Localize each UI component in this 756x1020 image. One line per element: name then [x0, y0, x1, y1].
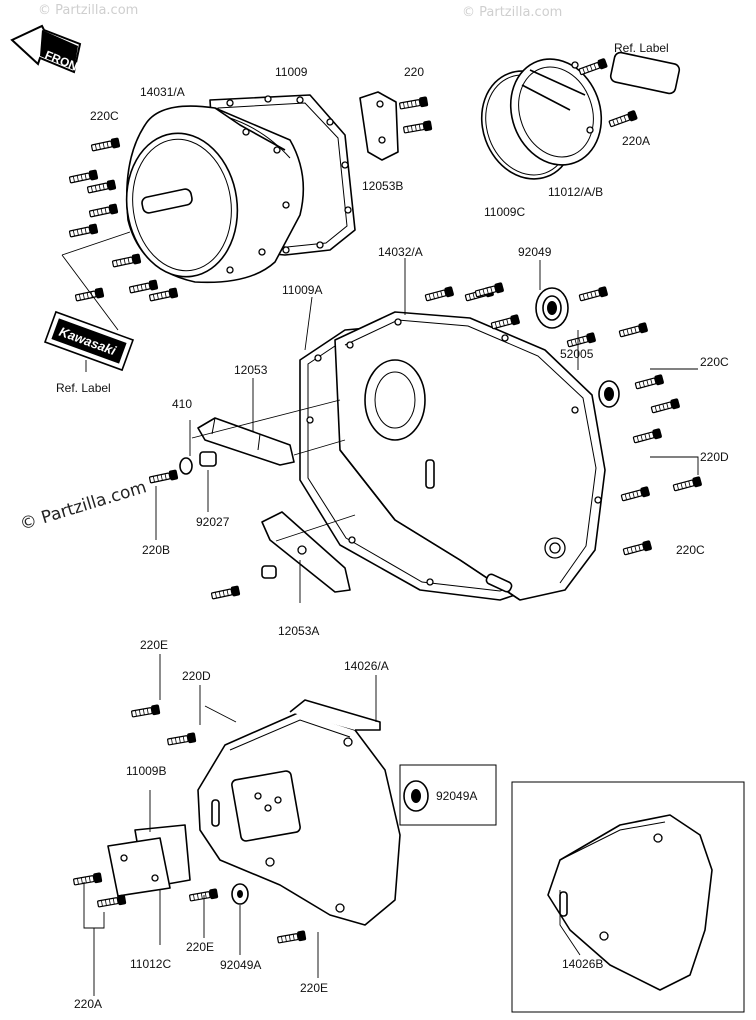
label-11009a: 11009A	[282, 283, 322, 297]
label-220c-a: 220C	[90, 109, 119, 123]
inset-box-14026b	[511, 781, 745, 1013]
label-11009c: 11009C	[484, 205, 525, 219]
cover-ring-11012	[509, 58, 603, 166]
label-14031: 14031/A	[140, 85, 185, 99]
label-220e-top: 220E	[140, 638, 168, 652]
label-220c-b: 220C	[700, 355, 729, 369]
label-ref-label-top: Ref. Label	[614, 41, 669, 55]
watermark-left: © Partzilla.com	[18, 477, 149, 534]
label-92049: 92049	[518, 245, 552, 259]
label-220e-mid: 220E	[186, 940, 214, 954]
label-220d-left: 220D	[182, 669, 211, 683]
label-11012: 11012/A/B	[548, 185, 603, 199]
seal-92049a-bottom	[231, 883, 249, 905]
parts-410-92027-220b	[148, 451, 277, 602]
label-12053: 12053	[234, 363, 268, 377]
label-14032: 14032/A	[378, 245, 423, 259]
label-12053a: 12053A	[278, 624, 319, 638]
seal-52005	[598, 380, 620, 408]
label-220a-top: 220A	[622, 134, 650, 148]
watermark-top-left: © Partzilla.com	[38, 3, 138, 18]
label-220a-bottom: 220A	[74, 997, 102, 1011]
kawasaki-logo-label: Kawasaki	[43, 310, 135, 372]
label-220c-c: 220C	[676, 543, 705, 557]
oil-seal-92049	[535, 287, 569, 329]
bolt-220a-top-b	[607, 109, 639, 130]
label-12053b: 12053B	[362, 179, 403, 193]
label-ref-label-left: Ref. Label	[56, 381, 111, 395]
label-92049a-bottom: 92049A	[220, 958, 261, 972]
ref-label-plate-top	[609, 51, 681, 95]
engine-cover-14026	[197, 699, 401, 926]
label-52005: 52005	[560, 347, 594, 361]
label-92027: 92027	[196, 515, 230, 529]
engine-cover-14031	[125, 105, 305, 284]
label-220e-bottom: 220E	[300, 981, 328, 995]
chain-guide-12053	[197, 417, 295, 466]
front-arrow-icon: FRONT	[10, 24, 87, 77]
label-92049a-right: 92049A	[436, 789, 477, 803]
seal-callout-box	[399, 764, 497, 826]
label-14026b: 14026B	[562, 957, 603, 971]
bracket-12053b	[359, 91, 434, 161]
label-220b: 220B	[142, 543, 170, 557]
label-11009b: 11009B	[126, 764, 166, 778]
label-220-top: 220	[404, 65, 424, 79]
oil-seal-92049a-right	[403, 780, 429, 812]
engine-cover-14026b	[547, 814, 713, 991]
engine-cover-14032	[334, 311, 606, 601]
label-14026: 14026/A	[344, 659, 389, 673]
bolt-220a-top-a	[577, 57, 609, 78]
label-410: 410	[172, 397, 192, 411]
cover-plate-11012c	[107, 837, 171, 897]
label-220d-right: 220D	[700, 450, 729, 464]
label-11012c: 11012C	[130, 957, 171, 971]
chain-guide-12053a	[261, 511, 351, 593]
label-11009: 11009	[275, 65, 308, 79]
watermark-top-right: © Partzilla.com	[462, 5, 562, 20]
